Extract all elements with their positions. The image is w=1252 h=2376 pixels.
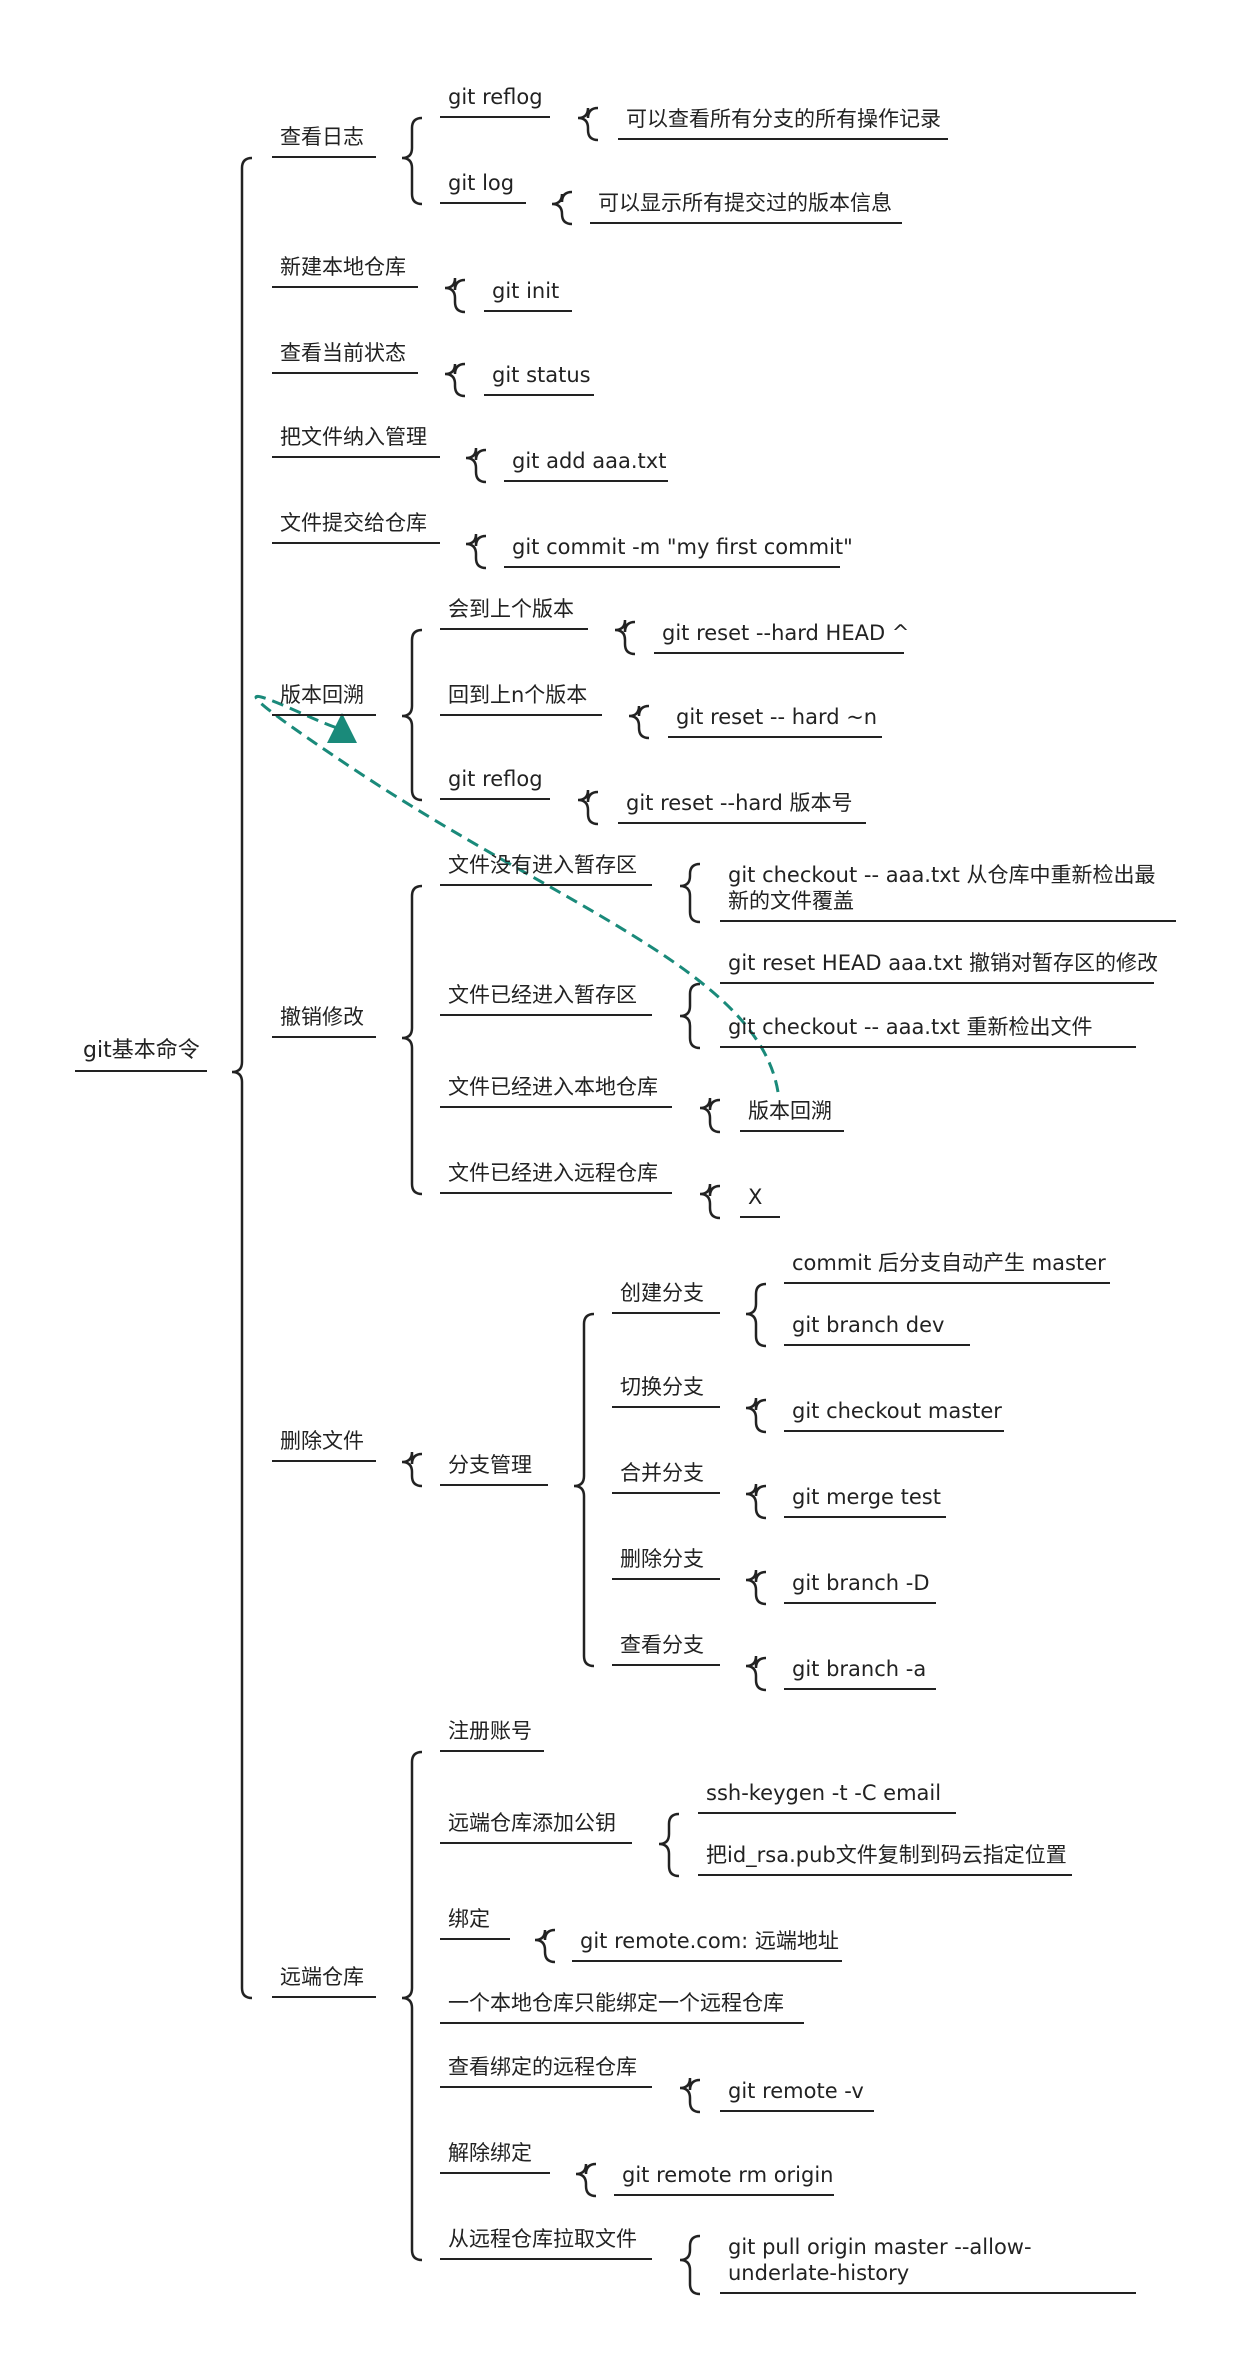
brace-connector [679, 2077, 701, 2114]
section-remote[interactable]: 远端仓库 [272, 1964, 376, 1998]
brace-connector [575, 2162, 597, 2198]
node-prev-version[interactable]: 会到上个版本 [440, 596, 588, 630]
leaf-branch-dev[interactable]: git branch dev [784, 1312, 970, 1346]
leaf-reflog-desc[interactable]: 可以查看所有分支的所有操作记录 [618, 106, 948, 140]
brace-connector [401, 628, 423, 802]
brace-connector [444, 277, 466, 314]
brace-connector [401, 884, 423, 1196]
leaf-branch-d[interactable]: git branch -D [784, 1570, 936, 1604]
brace-connector [745, 1397, 767, 1434]
section-add[interactable]: 把文件纳入管理 [272, 424, 440, 458]
brace-connector [679, 982, 701, 1050]
leaf-log-desc[interactable]: 可以显示所有提交过的版本信息 [590, 190, 902, 224]
brace-connector [745, 1655, 767, 1692]
leaf-reset-head[interactable]: git reset --hard HEAD ^ [654, 620, 909, 654]
node-pull[interactable]: 从远程仓库拉取文件 [440, 2226, 652, 2260]
node-add-pubkey[interactable]: 远端仓库添加公钥 [440, 1810, 632, 1844]
section-commit[interactable]: 文件提交给仓库 [272, 510, 440, 544]
leaf-ssh-keygen[interactable]: ssh-keygen -t -C email [698, 1780, 956, 1814]
brace-connector [679, 862, 701, 924]
leaf-git-pull[interactable]: git pull origin master --allow-underlate… [720, 2234, 1136, 2294]
node-register[interactable]: 注册账号 [440, 1718, 544, 1752]
leaf-checkout-file[interactable]: git checkout -- aaa.txt 重新检出文件 [720, 1014, 1136, 1048]
section-version-rollback[interactable]: 版本回溯 [272, 682, 376, 716]
brace-connector [401, 1451, 423, 1488]
brace-connector [658, 1812, 680, 1878]
leaf-x[interactable]: X [740, 1184, 780, 1218]
brace-connector [577, 106, 599, 142]
node-view-branch[interactable]: 查看分支 [612, 1632, 720, 1666]
brace-connector [551, 190, 573, 226]
node-prev-n-version[interactable]: 回到上n个版本 [440, 682, 602, 716]
root-node[interactable]: git基本命令 [75, 1038, 207, 1072]
brace-connector [628, 704, 650, 740]
rollback-link-arrow [254, 694, 780, 1093]
section-undo[interactable]: 撤销修改 [272, 1004, 376, 1038]
node-reflog-2[interactable]: git reflog [440, 766, 550, 800]
leaf-checkout-master[interactable]: git checkout master [784, 1398, 1004, 1432]
brace-connector [745, 1282, 767, 1348]
section-new-repo[interactable]: 新建本地仓库 [272, 254, 418, 288]
brace-root [231, 156, 253, 2000]
leaf-git-init[interactable]: git init [484, 278, 572, 312]
node-switch-branch[interactable]: 切换分支 [612, 1374, 720, 1408]
leaf-remote-v[interactable]: git remote -v [720, 2078, 874, 2112]
section-view-log[interactable]: 查看日志 [272, 124, 376, 158]
brace-connector [745, 1483, 767, 1520]
brace-connector [465, 447, 487, 484]
leaf-branch-a[interactable]: git branch -a [784, 1656, 936, 1690]
brace-connector [573, 1312, 595, 1668]
leaf-reset-n[interactable]: git reset -- hard ~n [668, 704, 882, 738]
brace-connector [401, 1750, 423, 2262]
node-unbind[interactable]: 解除绑定 [440, 2140, 550, 2174]
leaf-reset-head-file[interactable]: git reset HEAD aaa.txt 撤销对暂存区的修改 [720, 950, 1158, 984]
leaf-commit-master[interactable]: commit 后分支自动产生 master [784, 1250, 1110, 1284]
brace-connector [465, 533, 487, 570]
node-create-branch[interactable]: 创建分支 [612, 1280, 720, 1314]
node-not-staged[interactable]: 文件没有进入暂存区 [440, 852, 652, 886]
brace-connector [699, 1183, 721, 1220]
leaf-remote-add[interactable]: git remote.com: 远端地址 [572, 1928, 842, 1962]
leaf-rollback-ref[interactable]: 版本回溯 [740, 1098, 844, 1132]
leaf-git-status[interactable]: git status [484, 362, 594, 396]
node-view-remote[interactable]: 查看绑定的远程仓库 [440, 2054, 652, 2088]
section-delete-file[interactable]: 删除文件 [272, 1428, 376, 1462]
brace-connector [577, 789, 599, 826]
node-remote-repo[interactable]: 文件已经进入远程仓库 [440, 1160, 672, 1194]
leaf-git-add[interactable]: git add aaa.txt [504, 448, 668, 482]
node-git-log[interactable]: git log [440, 170, 526, 204]
node-branch-mgmt[interactable]: 分支管理 [440, 1452, 548, 1486]
brace-connector [444, 362, 466, 398]
brace-connector [745, 1569, 767, 1606]
section-status[interactable]: 查看当前状态 [272, 340, 418, 374]
leaf-merge-test[interactable]: git merge test [784, 1484, 946, 1518]
node-bind[interactable]: 绑定 [440, 1906, 510, 1940]
brace-connector [614, 619, 636, 656]
node-merge-branch[interactable]: 合并分支 [612, 1460, 720, 1494]
leaf-reset-version[interactable]: git reset --hard 版本号 [618, 790, 866, 824]
brace-connector [534, 1928, 556, 1964]
node-git-reflog[interactable]: git reflog [440, 84, 550, 118]
brace-connector [679, 2234, 701, 2296]
leaf-git-commit[interactable]: git commit -m "my first commit" [504, 534, 853, 568]
leaf-copy-pubkey[interactable]: 把id_rsa.pub文件复制到码云指定位置 [698, 1842, 1072, 1876]
node-delete-branch[interactable]: 删除分支 [612, 1546, 720, 1580]
node-staged[interactable]: 文件已经进入暂存区 [440, 982, 652, 1016]
brace-connector [401, 116, 423, 206]
leaf-remote-rm[interactable]: git remote rm origin [614, 2162, 834, 2196]
node-local-repo[interactable]: 文件已经进入本地仓库 [440, 1074, 672, 1108]
leaf-checkout-not-staged[interactable]: git checkout -- aaa.txt 从仓库中重新检出最新的文件覆盖 [720, 862, 1176, 922]
node-one-remote[interactable]: 一个本地仓库只能绑定一个远程仓库 [440, 1990, 804, 2024]
brace-connector [699, 1097, 721, 1134]
